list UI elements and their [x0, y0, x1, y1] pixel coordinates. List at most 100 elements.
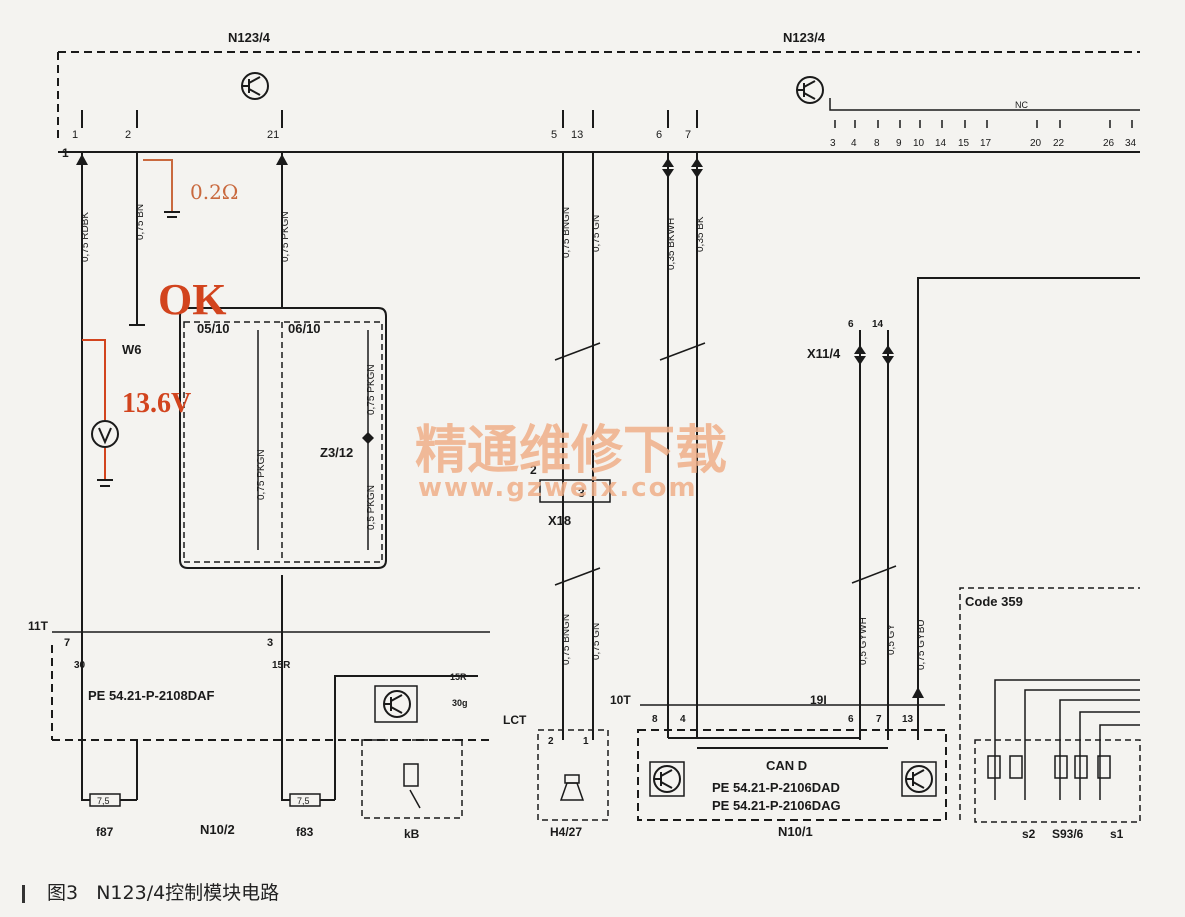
pe-ref: PE 54.21-P-2108DAF: [88, 688, 215, 703]
svg-text:15R: 15R: [450, 672, 467, 682]
wire-label: 0,75 PKGN: [366, 364, 377, 415]
svg-text:14: 14: [872, 319, 884, 330]
pin-label: 8: [874, 138, 880, 149]
svg-text:www.gzweix.com: www.gzweix.com: [418, 473, 698, 503]
pin-label: 3: [830, 138, 836, 149]
pin-label: 6: [656, 129, 662, 141]
pin-label: 9: [896, 138, 902, 149]
can-d-label: CAN D: [766, 758, 807, 773]
transistor-icon: [905, 765, 933, 793]
svg-text:8: 8: [652, 714, 658, 725]
svg-text:2: 2: [530, 463, 537, 477]
svg-text:6: 6: [848, 319, 854, 330]
pin-label: 5: [551, 129, 557, 141]
pin-label: 13: [571, 129, 583, 141]
wire-label: 0,75 GN: [591, 623, 602, 660]
svg-text:13: 13: [902, 714, 914, 725]
z3-12-label: Z3/12: [320, 445, 353, 460]
n123-4-module: N123/4 N123/4 1 1 2 21 5 13 6 7 NC 3: [57, 30, 1140, 160]
pin-label: 26: [1103, 138, 1115, 149]
pin-label: 20: [1030, 138, 1042, 149]
svg-text:W6: W6: [122, 342, 142, 357]
transistor-icon: [383, 690, 411, 718]
svg-text:7,5: 7,5: [297, 796, 310, 806]
bus-pin-label: 1: [62, 146, 69, 160]
svg-text:1: 1: [583, 736, 589, 747]
pin-label: 34: [1125, 138, 1137, 149]
watermark: 精通维修下载 www.gzweix.com: [415, 421, 727, 503]
n10-1-module: 10T 19I 8 4 6 7 13 CAN D PE 54.21-P-2106…: [610, 693, 947, 839]
svg-text:3: 3: [578, 486, 585, 500]
wire-label: 0,75 GN: [591, 215, 602, 252]
pin-label: 22: [1053, 138, 1065, 149]
transistor-icon: [241, 72, 269, 100]
wire-label: 0,75 BNGN: [561, 614, 572, 665]
ok-annotation: OK: [158, 275, 226, 324]
svg-text:LCT: LCT: [503, 713, 527, 727]
svg-text:15R: 15R: [272, 660, 291, 671]
x18-connector: 2 3 X18: [530, 463, 611, 528]
x11-4-connector: 6 14 X11/4: [807, 319, 884, 361]
caption-bar: [22, 884, 25, 903]
n10-2-module: 11T 7 30 3 15R 15R 30g PE 54.21-P-2108DA…: [28, 619, 490, 841]
pin-label: 14: [935, 138, 947, 149]
wire-label: 0,5 GY: [886, 624, 897, 655]
pin-label: 7: [685, 129, 691, 141]
svg-text:4: 4: [680, 714, 686, 725]
wire-label: 0,5 GYWH: [858, 617, 869, 665]
svg-text:N10/1: N10/1: [778, 824, 813, 839]
svg-text:s1: s1: [1110, 827, 1124, 841]
svg-text:7: 7: [64, 637, 70, 649]
wire-label: 0,75 PKGN: [280, 211, 291, 262]
nc-label: NC: [1015, 100, 1028, 110]
pin-label: 4: [851, 138, 857, 149]
module-label-right: N123/4: [783, 30, 826, 45]
figure-caption: 图3 N123/4控制模块电路: [22, 878, 279, 905]
wire-label: 0,75 BNGN: [561, 207, 572, 258]
svg-text:精通维修下载: 精通维修下载: [415, 421, 727, 481]
svg-text:S93/6: S93/6: [1052, 827, 1084, 841]
svg-text:10T: 10T: [610, 693, 631, 707]
w6-ground: W6: [122, 324, 145, 357]
pin-label: 1: [72, 129, 78, 141]
svg-text:N10/2: N10/2: [200, 822, 235, 837]
svg-text:7: 7: [876, 714, 882, 725]
svg-text:s2: s2: [1022, 827, 1036, 841]
pe-ref: PE 54.21-P-2106DAG: [712, 798, 841, 813]
pe-ref: PE 54.21-P-2106DAD: [712, 780, 840, 795]
z3-12-splice-box: 05/10 06/10 Z3/12: [179, 307, 387, 569]
svg-text:X18: X18: [548, 513, 571, 528]
wire-label: 0,75 BN: [135, 204, 146, 240]
svg-text:Code 359: Code 359: [965, 594, 1023, 609]
resistance-annotation: 0.2Ω: [143, 159, 238, 218]
svg-text:30: 30: [74, 660, 86, 671]
svg-text:30g: 30g: [452, 698, 468, 708]
h4-27-speaker: LCT 2 1 H4/27: [503, 713, 609, 839]
splice-label: 06/10: [288, 321, 321, 336]
wiring: [81, 152, 1140, 801]
connector-icon: [276, 154, 288, 165]
svg-text:19I: 19I: [810, 693, 827, 707]
voltmeter-annotation: 13.6V: [82, 339, 191, 487]
wire-label: 0,35 BK: [695, 216, 706, 252]
pin-label: 10: [913, 138, 925, 149]
pin-label: 21: [267, 129, 279, 141]
wire-label: 0,75 PKGN: [256, 449, 267, 500]
transistor-icon: [796, 76, 824, 104]
svg-text:3: 3: [267, 637, 273, 649]
svg-text:kB: kB: [404, 827, 420, 841]
wire-label: 0,75 RDBK: [80, 212, 91, 262]
splice-label: 05/10: [197, 321, 230, 336]
wire-label: 0,5 PKGN: [366, 485, 377, 530]
figure-title: N123/4控制模块电路: [96, 882, 280, 904]
svg-text:2: 2: [548, 736, 554, 747]
svg-text:13.6V: 13.6V: [122, 388, 191, 419]
wire-label: 0,35 BKWH: [666, 218, 677, 270]
svg-text:0.2Ω: 0.2Ω: [190, 180, 238, 204]
connector-icon: [912, 687, 924, 698]
svg-text:H4/27: H4/27: [550, 825, 582, 839]
pin-label: 17: [980, 138, 992, 149]
figure-number: 图3: [47, 882, 79, 904]
svg-text:11T: 11T: [28, 619, 49, 633]
